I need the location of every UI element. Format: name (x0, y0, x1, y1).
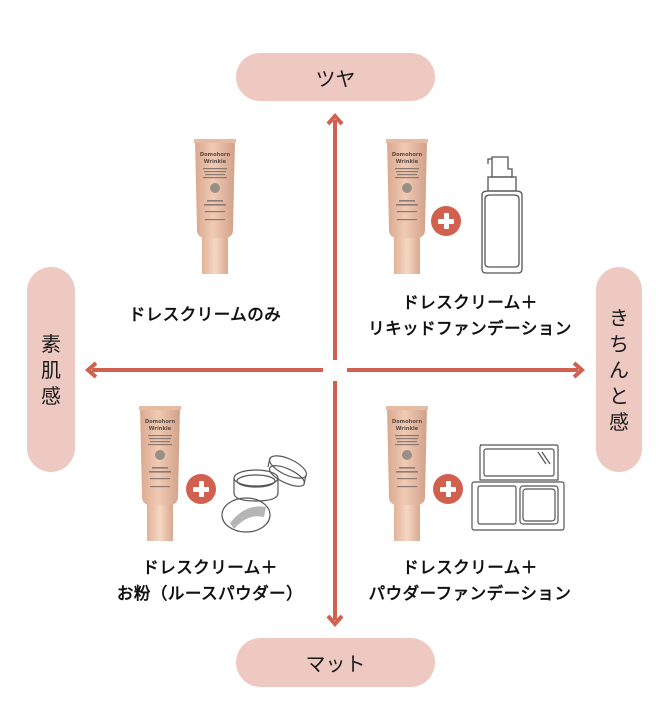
axis-label-bottom: マット (236, 638, 435, 687)
axis-label-left-char: 感 (41, 383, 61, 408)
dress-cream-tube-icon (193, 138, 237, 274)
quadrant-top-left-label: ドレスクリームのみ (100, 302, 310, 328)
axis-label-right-char: ん (609, 357, 629, 382)
quadrant-top-right-line2: リキッドファンデーション (368, 319, 572, 338)
plus-icon (433, 474, 463, 504)
quadrant-top-right-label: ドレスクリーム＋ リキッドファンデーション (350, 290, 590, 342)
liquid-foundation-bottle-icon (481, 156, 523, 274)
plus-icon (431, 206, 461, 236)
quadrant-bottom-right-line2: パウダーファンデーション (368, 584, 572, 603)
quadrant-bottom-right-label: ドレスクリーム＋ パウダーファンデーション (350, 555, 590, 607)
axis-label-left-char: 素 (41, 331, 61, 356)
powder-compact-icon (471, 444, 565, 531)
arrow-up-head (326, 112, 344, 126)
quadrant-bottom-right-line1: ドレスクリーム＋ (402, 558, 538, 577)
axis-label-right-char: き (609, 305, 629, 330)
axis-label-top: ツヤ (236, 53, 435, 101)
quadrant-top-right-line1: ドレスクリーム＋ (402, 293, 538, 312)
dress-cream-tube-icon (385, 405, 429, 541)
arrow-down-head (326, 614, 344, 628)
axis-label-right-char: と (609, 383, 629, 408)
quadrant-bottom-left-label: ドレスクリーム＋ お粉（ルースパウダー） (95, 555, 325, 607)
axis-label-right-char: 感 (609, 409, 629, 434)
axis-label-left: 素 肌 感 (27, 267, 75, 472)
dress-cream-tube-icon (138, 405, 182, 541)
arrow-left-head (84, 361, 98, 379)
loose-powder-jar-icon (221, 455, 308, 533)
dress-cream-tube-icon (385, 138, 429, 274)
axis-label-right-char: ち (609, 331, 629, 356)
axis-label-top-text: ツヤ (315, 66, 356, 91)
plus-icon (186, 474, 216, 504)
axis-label-right: き ち ん と 感 (596, 267, 642, 472)
quadrant-bottom-left-line2: お粉（ルースパウダー） (116, 584, 304, 603)
quadrant-bottom-left-line1: ドレスクリーム＋ (142, 558, 278, 577)
quadrant-top-left-line1: ドレスクリームのみ (128, 305, 282, 324)
axis-label-left-char: 肌 (41, 357, 61, 382)
axis-label-bottom-text: マット (305, 652, 366, 676)
arrow-right-head (572, 361, 586, 379)
